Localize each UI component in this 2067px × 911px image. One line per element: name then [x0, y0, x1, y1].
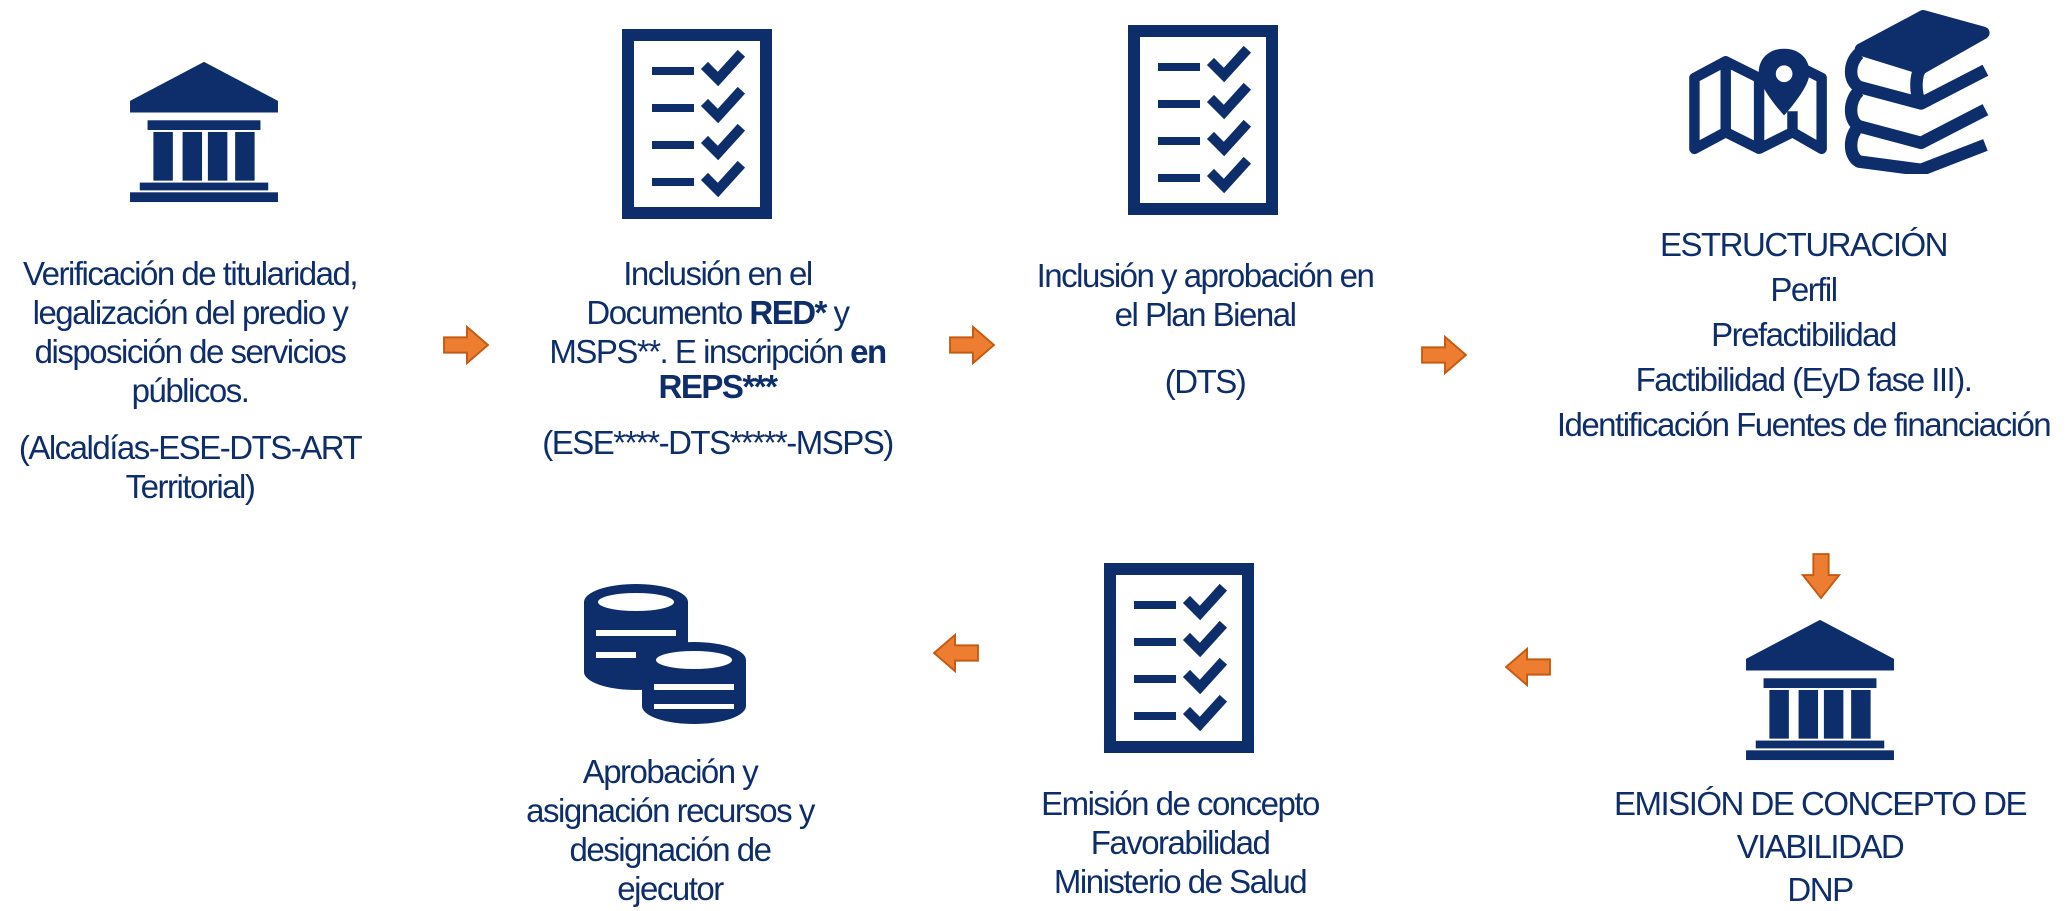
step-verificacion-label: Verificación de titularidad, legalizació… [0, 254, 380, 506]
step-line: DNP [1787, 871, 1854, 908]
step-line: Factibilidad (EyD fase III). [1635, 361, 1973, 398]
step-line: Documento RED* y [586, 294, 850, 331]
step-line: Prefactibilidad [1711, 316, 1897, 353]
arrow-down-icon [1800, 552, 1842, 600]
step-line: Inclusión y aprobación en [1036, 257, 1375, 294]
arrow-left-icon [1504, 646, 1552, 688]
step-line: Perfil [1770, 271, 1838, 308]
step-line: designación de [569, 831, 772, 868]
arrow-right-icon [948, 324, 996, 366]
checklist-icon [1128, 24, 1278, 216]
step-line: VIABILIDAD [1736, 828, 1905, 865]
step-note: Territorial) [125, 468, 256, 505]
step-plan-bienal-label: Inclusión y aprobación en el Plan Bienal… [1020, 256, 1390, 401]
step-line: Emisión de concepto [1041, 785, 1320, 822]
step-line: REPS*** [658, 368, 778, 405]
step-line: Aprobación y [582, 753, 759, 790]
checklist-icon [622, 28, 772, 220]
step-asignacion-label: Aprobación y asignación recursos y desig… [490, 752, 850, 908]
step-viabilidad-label: EMISIÓN DE CONCEPTO DE VIABILIDAD DNP [1610, 782, 2030, 911]
arrow-left-icon [932, 632, 980, 674]
books-icon [1840, 8, 1996, 174]
step-line: EMISIÓN DE CONCEPTO DE [1614, 785, 2027, 822]
step-line: ESTRUCTURACIÓN [1659, 226, 1949, 263]
step-line: disposición de servicios [34, 333, 347, 370]
step-favorabilidad-label: Emisión de concepto Favorabilidad Minist… [1000, 784, 1360, 901]
checklist-icon [1104, 562, 1254, 754]
coins-icon [580, 580, 750, 730]
step-line: Verificación de titularidad, [22, 255, 359, 292]
step-line: públicos. [131, 372, 250, 409]
step-note: (ESE****-DTS*****-MSPS) [542, 424, 894, 461]
step-line: asignación recursos y [526, 792, 815, 829]
arrow-right-icon [442, 324, 490, 366]
map-pin-icon [1684, 46, 1830, 162]
bank-icon [1742, 616, 1898, 762]
step-line: Identificación Fuentes de financiación [1556, 406, 2052, 443]
step-note: (Alcaldías-ESE-DTS-ART [18, 429, 363, 466]
step-line: Favorabilidad [1090, 824, 1271, 861]
step-line: Ministerio de Salud [1053, 863, 1308, 900]
step-line: el Plan Bienal [1114, 296, 1297, 333]
step-inclusion-red-label: Inclusión en el Documento RED* y MSPS**.… [520, 254, 915, 462]
step-estructuracion-label: ESTRUCTURACIÓN Perfil Prefactibilidad Fa… [1540, 222, 2067, 447]
step-line: Inclusión en el [623, 255, 813, 292]
bank-icon [126, 58, 282, 204]
step-note: (DTS) [1164, 363, 1247, 400]
step-line: legalización del predio y [32, 294, 349, 331]
arrow-right-icon [1420, 334, 1468, 376]
step-line: MSPS**. E inscripción en [549, 333, 887, 370]
step-line: ejecutor [617, 870, 724, 907]
